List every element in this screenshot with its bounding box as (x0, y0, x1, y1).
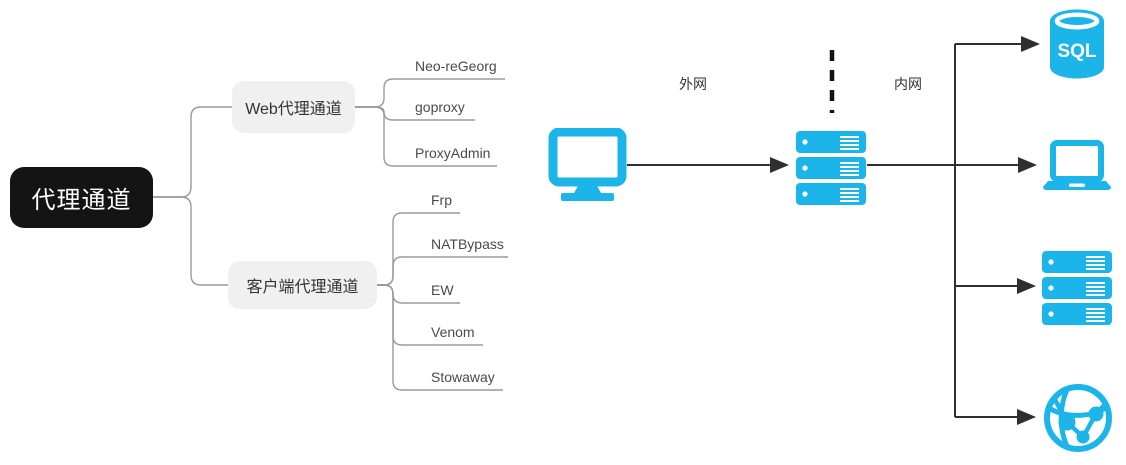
branch-node-client-proxy: 客户端代理通道 (228, 261, 377, 309)
leaf-node-neo-regeorg: Neo-reGeorg (415, 58, 497, 74)
leaf-node-proxyadmin: ProxyAdmin (415, 145, 491, 161)
leaf-node-natbypass: NATBypass (431, 236, 504, 252)
leaf-node-venom: Venom (431, 324, 475, 340)
root-node-label: 代理通道 (31, 187, 132, 214)
network-flow-lines (627, 36, 1040, 425)
proxy-server-icon (796, 131, 866, 205)
branch-node-web-proxy: Web代理通道 (232, 81, 355, 133)
internal-server-icon (1042, 251, 1112, 325)
root-node-proxy-channel: 代理通道 (10, 167, 153, 228)
leaf-node-frp: Frp (431, 192, 452, 208)
leaf-node-ew: EW (431, 282, 454, 298)
laptop-icon (1043, 140, 1111, 190)
sql-label: SQL (1057, 41, 1096, 62)
sql-database-icon: SQL (1050, 9, 1104, 79)
branch-node-label: 客户端代理通道 (246, 279, 359, 296)
desktop-monitor-icon (548, 128, 627, 201)
leaf-node-stowaway: Stowaway (431, 369, 495, 385)
globe-network-icon (1044, 384, 1112, 452)
branch-node-label: Web代理通道 (245, 101, 342, 118)
leaf-node-goproxy: goproxy (415, 99, 465, 115)
internal-network-label: 内网 (894, 76, 922, 92)
external-network-label: 外网 (679, 76, 707, 92)
